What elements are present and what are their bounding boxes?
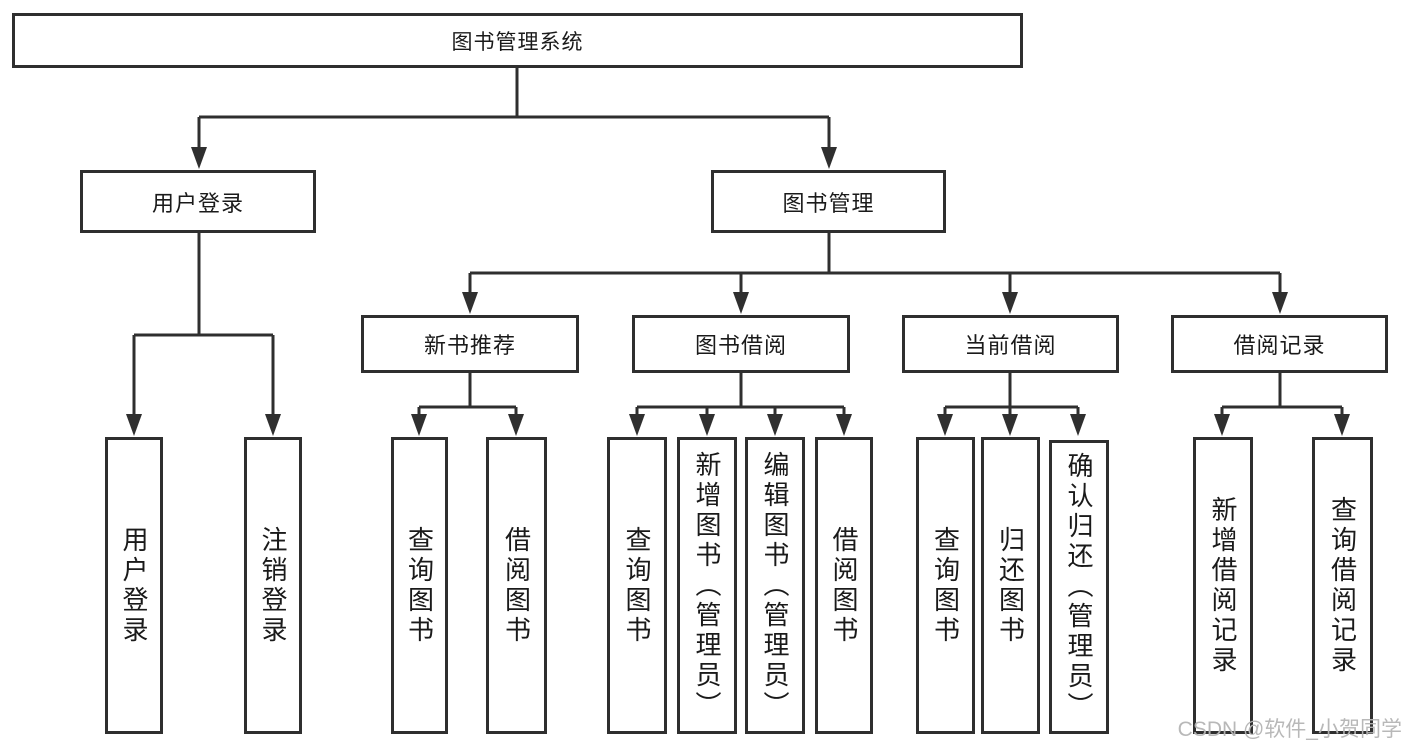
node-add-borrow-record: 新增借阅记录 <box>1193 437 1253 734</box>
node-book-management: 图书管理 <box>711 170 946 233</box>
node-library-management-system: 图书管理系统 <box>12 13 1023 68</box>
node-add-books-admin: 新增图书（管理员） <box>677 437 737 734</box>
node-user-login-leaf: 用户登录 <box>105 437 163 734</box>
node-borrow-books: 借阅图书 <box>815 437 873 734</box>
node-confirm-return-admin: 确认归还（管理员） <box>1049 440 1109 734</box>
watermark: CSDN @软件_小贺同学 <box>1177 718 1402 741</box>
node-query-books: 查询图书 <box>916 437 975 734</box>
node-query-borrow-record: 查询借阅记录 <box>1312 437 1373 734</box>
node-book-borrow: 图书借阅 <box>632 315 850 373</box>
node-edit-books-admin: 编辑图书（管理员） <box>745 437 805 734</box>
node-query-books: 查询图书 <box>391 437 448 734</box>
node-return-books: 归还图书 <box>981 437 1040 734</box>
node-current-borrow: 当前借阅 <box>902 315 1119 373</box>
node-logout: 注销登录 <box>244 437 302 734</box>
node-new-book-recommend: 新书推荐 <box>361 315 579 373</box>
node-user-login: 用户登录 <box>80 170 316 233</box>
node-borrow-books: 借阅图书 <box>486 437 547 734</box>
node-query-books: 查询图书 <box>607 437 667 734</box>
node-borrow-records: 借阅记录 <box>1171 315 1388 373</box>
